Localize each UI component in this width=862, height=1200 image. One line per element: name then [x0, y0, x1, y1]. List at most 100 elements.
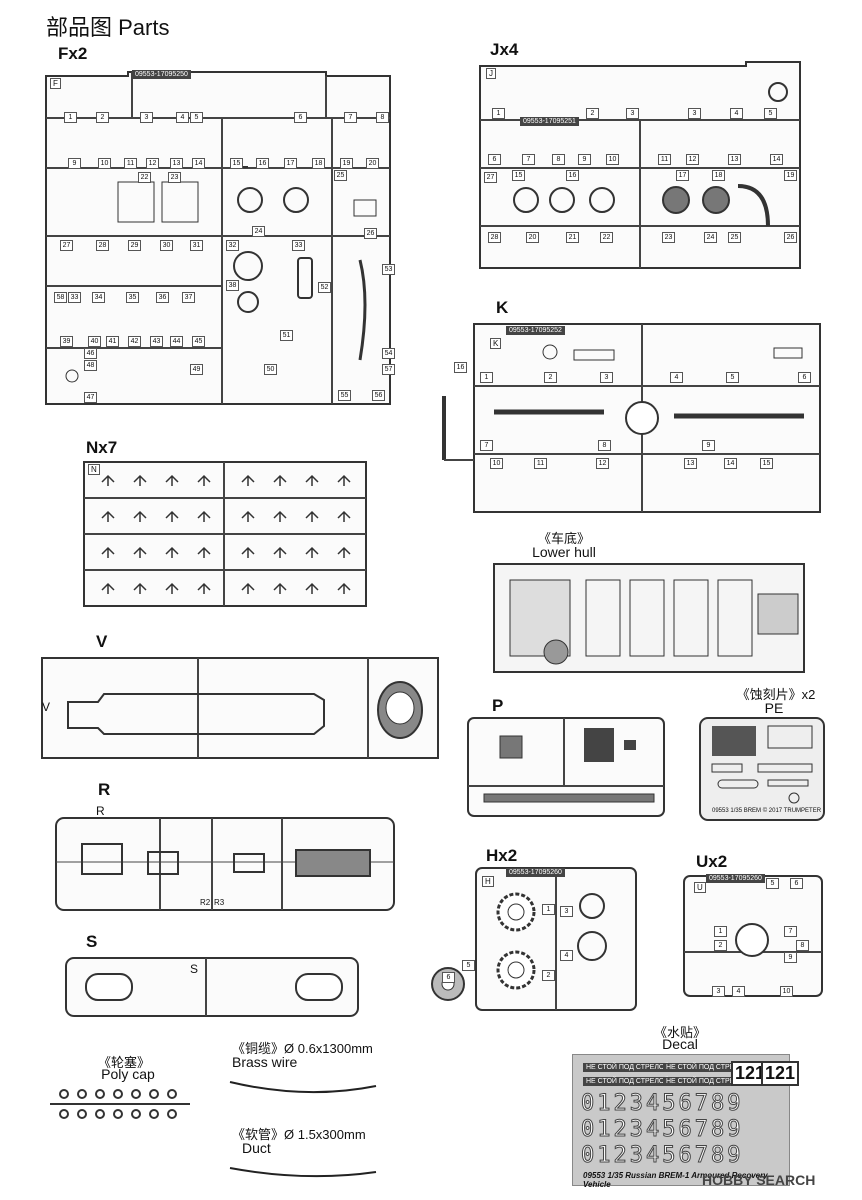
decal-caption-cn: 《水贴》 — [653, 1025, 706, 1040]
part-number: 28 — [488, 232, 501, 243]
part-number: 14 — [724, 458, 737, 469]
part-number: 35 — [126, 292, 139, 303]
part-number: 3 — [140, 112, 153, 123]
poly-cap-sprue — [50, 1089, 190, 1119]
part-number: 15 — [760, 458, 773, 469]
part-number: 50 — [264, 364, 277, 375]
part-number: 20 — [526, 232, 539, 243]
part-number: 6 — [442, 972, 455, 983]
pe-footer: 09553 1/35 BREM © 2017 TRUMPETER — [712, 808, 822, 814]
part-number: 12 — [146, 158, 159, 169]
sprue-h-label: Hx2 — [486, 846, 518, 865]
part-number: 10 — [780, 986, 793, 997]
sprue-n-label: Nx7 — [86, 438, 118, 457]
part-number: 3 — [688, 108, 701, 119]
decal-warning-3: НЕ СТОЙ ПОД СТРЕЛОЙ — [583, 1077, 673, 1086]
part-number: 11 — [534, 458, 547, 469]
part-number: 26 — [364, 228, 377, 239]
part-number: 44 — [170, 336, 183, 347]
part-number: 2 — [544, 372, 557, 383]
lower-hull-drawing — [493, 563, 805, 673]
sprue-j-letter: J — [486, 68, 496, 79]
part-number: 6 — [798, 372, 811, 383]
decal-warning-2: НЕ СТОЙ ПОД СТРЕЛОЙ — [663, 1063, 753, 1072]
part-number: 16 — [454, 362, 467, 373]
sprue-u-code: 09553-17095260 — [706, 874, 765, 883]
part-number: 19 — [784, 170, 797, 181]
pe-fret — [699, 717, 825, 821]
part-number: 48 — [84, 360, 97, 371]
part-number: 53 — [382, 264, 395, 275]
part-number: 5 — [726, 372, 739, 383]
part-number: 19 — [340, 158, 353, 169]
part-number: 54 — [382, 348, 395, 359]
part-number: 25 — [728, 232, 741, 243]
sprue-f-frame — [45, 71, 391, 405]
part-number: 10 — [606, 154, 619, 165]
part-number: 40 — [88, 336, 101, 347]
sprue-h-frame — [431, 867, 637, 1011]
part-number: 1 — [492, 108, 505, 119]
part-number: 49 — [190, 364, 203, 375]
part-number: 8 — [796, 940, 809, 951]
part-number: 2 — [586, 108, 599, 119]
part-number: 15 — [230, 158, 243, 169]
part-number: 2 — [542, 970, 555, 981]
decal-sheet: НЕ СТОЙ ПОД СТРЕЛОЙ НЕ СТОЙ ПОД СТРЕЛОЙ … — [572, 1054, 800, 1189]
sprue-s-letter: S — [190, 962, 199, 976]
sprue-u-letter: U — [694, 882, 706, 893]
part-number: 24 — [704, 232, 717, 243]
part-number: 52 — [318, 282, 331, 293]
part-number: 7 — [344, 112, 357, 123]
poly-cap-caption-cn: 《轮塞》 — [97, 1055, 150, 1070]
part-number: 7 — [784, 926, 797, 937]
part-number: 8 — [376, 112, 389, 123]
part-number: 9 — [702, 440, 715, 451]
part-number: 10 — [490, 458, 503, 469]
pe-caption-en: PE — [764, 700, 784, 716]
part-number: 22 — [138, 172, 151, 183]
part-number: 9 — [578, 154, 591, 165]
sprue-v-letter: V — [42, 700, 51, 714]
part-number: 3 — [626, 108, 639, 119]
decal-caption-en: Decal — [662, 1036, 698, 1052]
sprue-j-label: Jx4 — [490, 40, 519, 59]
part-number: 10 — [98, 158, 111, 169]
decal-number-tag-2: 121 — [761, 1061, 800, 1086]
part-number: 2 — [96, 112, 109, 123]
part-number: 31 — [190, 240, 203, 251]
sprue-r-label: R — [98, 780, 111, 799]
brass-wire-caption-cn: 《铜缆》Ø 0.6x1300mm — [232, 1041, 373, 1056]
page-title: 部品图 Parts — [46, 15, 170, 40]
part-number: 18 — [712, 170, 725, 181]
sprue-n-frame — [83, 461, 367, 607]
part-number: 5 — [766, 878, 779, 889]
decal-warning-1: НЕ СТОЙ ПОД СТРЕЛОЙ — [583, 1063, 673, 1072]
part-number: 41 — [106, 336, 119, 347]
part-number: 27 — [484, 172, 497, 183]
part-number: 2 — [714, 940, 727, 951]
sprue-r-letter: R — [96, 804, 105, 818]
sprue-r-frame — [55, 817, 395, 911]
sprue-f-letter: F — [50, 78, 61, 89]
part-number: 11 — [124, 158, 137, 169]
part-number: 15 — [512, 170, 525, 181]
part-number: 5 — [190, 112, 203, 123]
decal-warning-4: НЕ СТОЙ ПОД СТРЕЛОЙ — [663, 1077, 753, 1086]
part-number: 14 — [770, 154, 783, 165]
lower-hull-caption-en: Lower hull — [532, 544, 596, 560]
part-number: 6 — [488, 154, 501, 165]
sprue-r-r2: R2 — [200, 898, 211, 907]
part-number: 17 — [284, 158, 297, 169]
part-number: 55 — [338, 390, 351, 401]
part-number: 43 — [150, 336, 163, 347]
part-number: 4 — [732, 986, 745, 997]
part-number: 7 — [480, 440, 493, 451]
lower-hull-caption-cn: 《车底》 — [537, 531, 590, 546]
part-number: 39 — [60, 336, 73, 347]
part-number: 16 — [256, 158, 269, 169]
sprue-h-code: 09553-17095260 — [506, 868, 565, 877]
sprue-n-letter: N — [88, 464, 100, 475]
part-number: 6 — [294, 112, 307, 123]
part-number: 13 — [728, 154, 741, 165]
